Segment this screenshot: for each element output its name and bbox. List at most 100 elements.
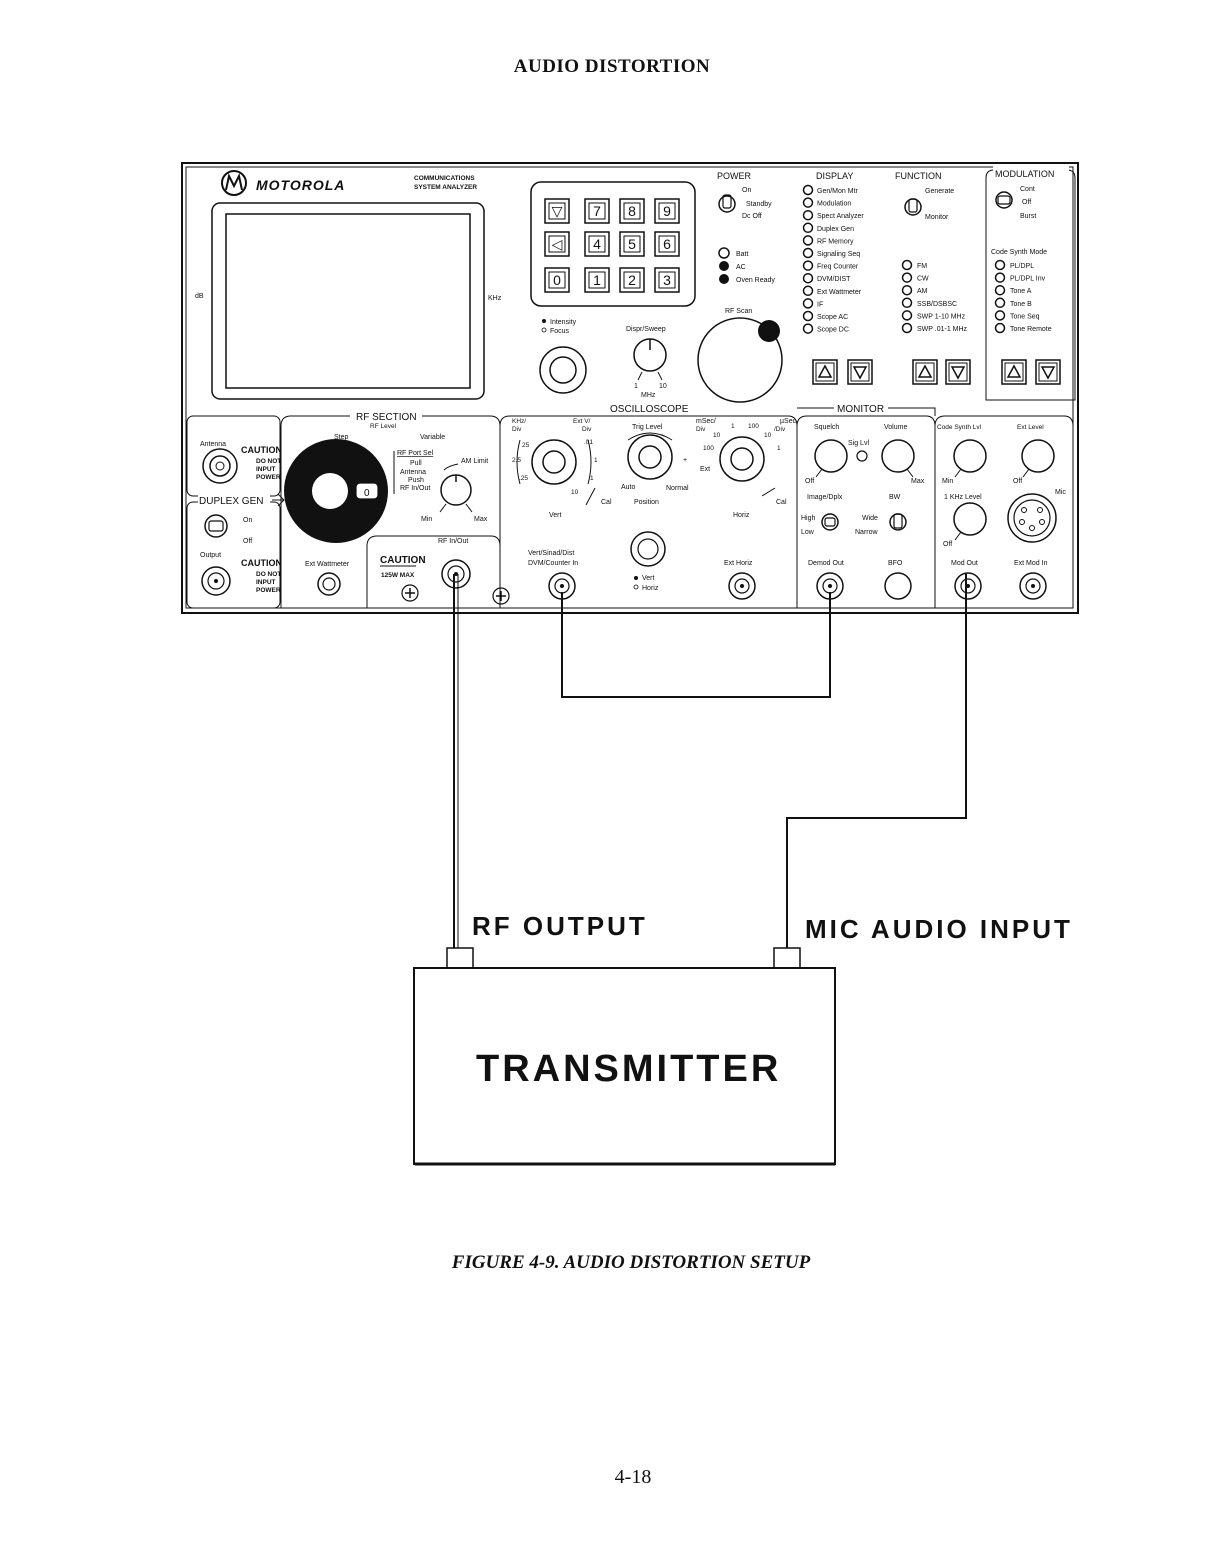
khz-div-2: Div <box>512 426 522 433</box>
modulation-title: MODULATION <box>995 169 1054 179</box>
ext-mod-in-connector[interactable] <box>1019 572 1047 600</box>
display-select-led[interactable] <box>802 184 814 196</box>
dvm-counter-label: DVM/Counter In <box>528 560 578 567</box>
display-title: DISPLAY <box>816 171 853 181</box>
keypad-key[interactable]: 1 <box>584 267 610 293</box>
mod-select-led[interactable] <box>994 297 1006 309</box>
mod-select-led[interactable] <box>994 310 1006 321</box>
up-arrow-button[interactable] <box>812 359 838 385</box>
mod-select-led[interactable] <box>994 259 1006 271</box>
rf-pull-label: Pull <box>410 460 422 467</box>
function-select-led[interactable] <box>901 297 913 309</box>
function-switch[interactable] <box>904 198 922 216</box>
down-arrow-button[interactable] <box>847 359 873 385</box>
function-select-led[interactable] <box>901 310 913 321</box>
display-select-led[interactable] <box>802 298 814 309</box>
up-arrow-button[interactable] <box>912 359 938 385</box>
time-1: 1 <box>731 423 735 430</box>
display-select-led[interactable] <box>802 247 814 259</box>
rf-scan-label: RF Scan <box>725 308 752 315</box>
ext-level-knob[interactable] <box>1021 439 1055 478</box>
antenna-warn-2: INPUT <box>256 466 276 473</box>
trig-level-knob[interactable] <box>627 432 673 480</box>
squelch-knob[interactable] <box>814 439 848 478</box>
rf-inout-connector[interactable] <box>441 559 471 589</box>
intensity-focus-knob[interactable] <box>539 346 587 394</box>
time-1b: 1 <box>777 445 781 452</box>
display-select-led[interactable] <box>802 197 814 208</box>
time-scale-knob[interactable] <box>719 436 765 482</box>
batt-label: Batt <box>736 251 749 258</box>
display-item-label: Scope AC <box>817 314 848 321</box>
normal-label: Normal <box>666 485 689 492</box>
display-select-led[interactable] <box>802 260 814 271</box>
mod-select-led[interactable] <box>994 272 1006 283</box>
dispr-sweep-knob[interactable] <box>633 338 667 381</box>
down-arrow-icon <box>1040 366 1056 380</box>
position-knob[interactable] <box>630 531 666 567</box>
bfo-knob[interactable] <box>884 572 912 600</box>
vert-scale-knob[interactable] <box>516 439 592 485</box>
rf-scan-knob[interactable] <box>697 317 783 403</box>
code-synth-lvl-knob[interactable] <box>953 439 987 478</box>
keypad-key[interactable]: 3 <box>654 267 680 293</box>
display-select-led[interactable] <box>802 222 814 234</box>
mod-select-led[interactable] <box>994 322 1006 334</box>
keypad-key[interactable]: 6 <box>654 231 680 257</box>
keypad <box>530 181 696 307</box>
duplex-output-connector[interactable] <box>201 566 231 596</box>
usec-div-2: /Div <box>774 426 786 433</box>
keypad-key[interactable]: 0 <box>544 267 570 293</box>
screen-db-label: dB <box>195 293 204 300</box>
mod-cont-label: Cont <box>1020 186 1035 193</box>
display-select-led[interactable] <box>802 272 814 284</box>
keypad-key[interactable]: 2 <box>619 267 645 293</box>
display-select-led[interactable] <box>802 323 814 334</box>
up-arrow-button[interactable] <box>1001 359 1027 385</box>
display-select-led[interactable] <box>802 310 814 322</box>
time-100a: 100 <box>748 423 759 430</box>
antenna-connector[interactable] <box>202 448 238 484</box>
display-select-led[interactable] <box>802 235 814 246</box>
squelch-off-label: Off <box>805 478 814 485</box>
page-number: 4-18 <box>614 1466 652 1488</box>
function-select-led[interactable] <box>901 272 913 283</box>
vert-scale-10: 10 <box>571 489 579 496</box>
function-select-led[interactable] <box>901 284 913 296</box>
keypad-key[interactable]: 4 <box>584 231 610 257</box>
ext-wattmeter-connector[interactable] <box>317 572 341 596</box>
model-line-2: SYSTEM ANALYZER <box>414 184 477 191</box>
keypad-key[interactable]: 5 <box>619 231 645 257</box>
display-select-led[interactable] <box>802 285 814 297</box>
duplex-gen-switch[interactable] <box>204 514 228 538</box>
mic-connector[interactable] <box>1007 493 1057 543</box>
scope-demod-loop-cable <box>561 592 831 698</box>
volume-knob[interactable] <box>881 439 915 478</box>
function-select-led[interactable] <box>901 259 913 271</box>
time-10a: 10 <box>713 432 721 439</box>
keypad-key[interactable]: 7 <box>584 198 610 224</box>
down-arrow-button[interactable] <box>1035 359 1061 385</box>
keypad-key[interactable]: ▽ <box>544 198 570 224</box>
down-arrow-button[interactable] <box>945 359 971 385</box>
horiz-sel-bullet <box>633 584 639 590</box>
display-select-led[interactable] <box>802 209 814 221</box>
function-select-led[interactable] <box>901 322 913 334</box>
keypad-key[interactable]: 8 <box>619 198 645 224</box>
focus-bullet <box>541 327 547 333</box>
ext-horiz-connector[interactable] <box>728 572 756 600</box>
keypad-key[interactable]: ◁ <box>544 231 570 257</box>
power-switch[interactable] <box>718 194 736 213</box>
rf-inout-label: RF In/Out <box>400 485 430 492</box>
image-dplx-switch[interactable] <box>821 513 839 531</box>
power-title: POWER <box>717 171 752 181</box>
rf-step-knob[interactable] <box>284 439 388 543</box>
bw-switch[interactable] <box>889 513 907 531</box>
transmitter-label: TRANSMITTER <box>476 1048 781 1090</box>
mod-select-led[interactable] <box>994 284 1006 296</box>
khz-level-knob[interactable] <box>953 502 987 541</box>
keypad-key[interactable]: 9 <box>654 198 680 224</box>
rf-variable-knob[interactable] <box>439 474 473 513</box>
modulation-switch[interactable] <box>995 191 1013 209</box>
mod-out-connector[interactable] <box>954 572 982 600</box>
